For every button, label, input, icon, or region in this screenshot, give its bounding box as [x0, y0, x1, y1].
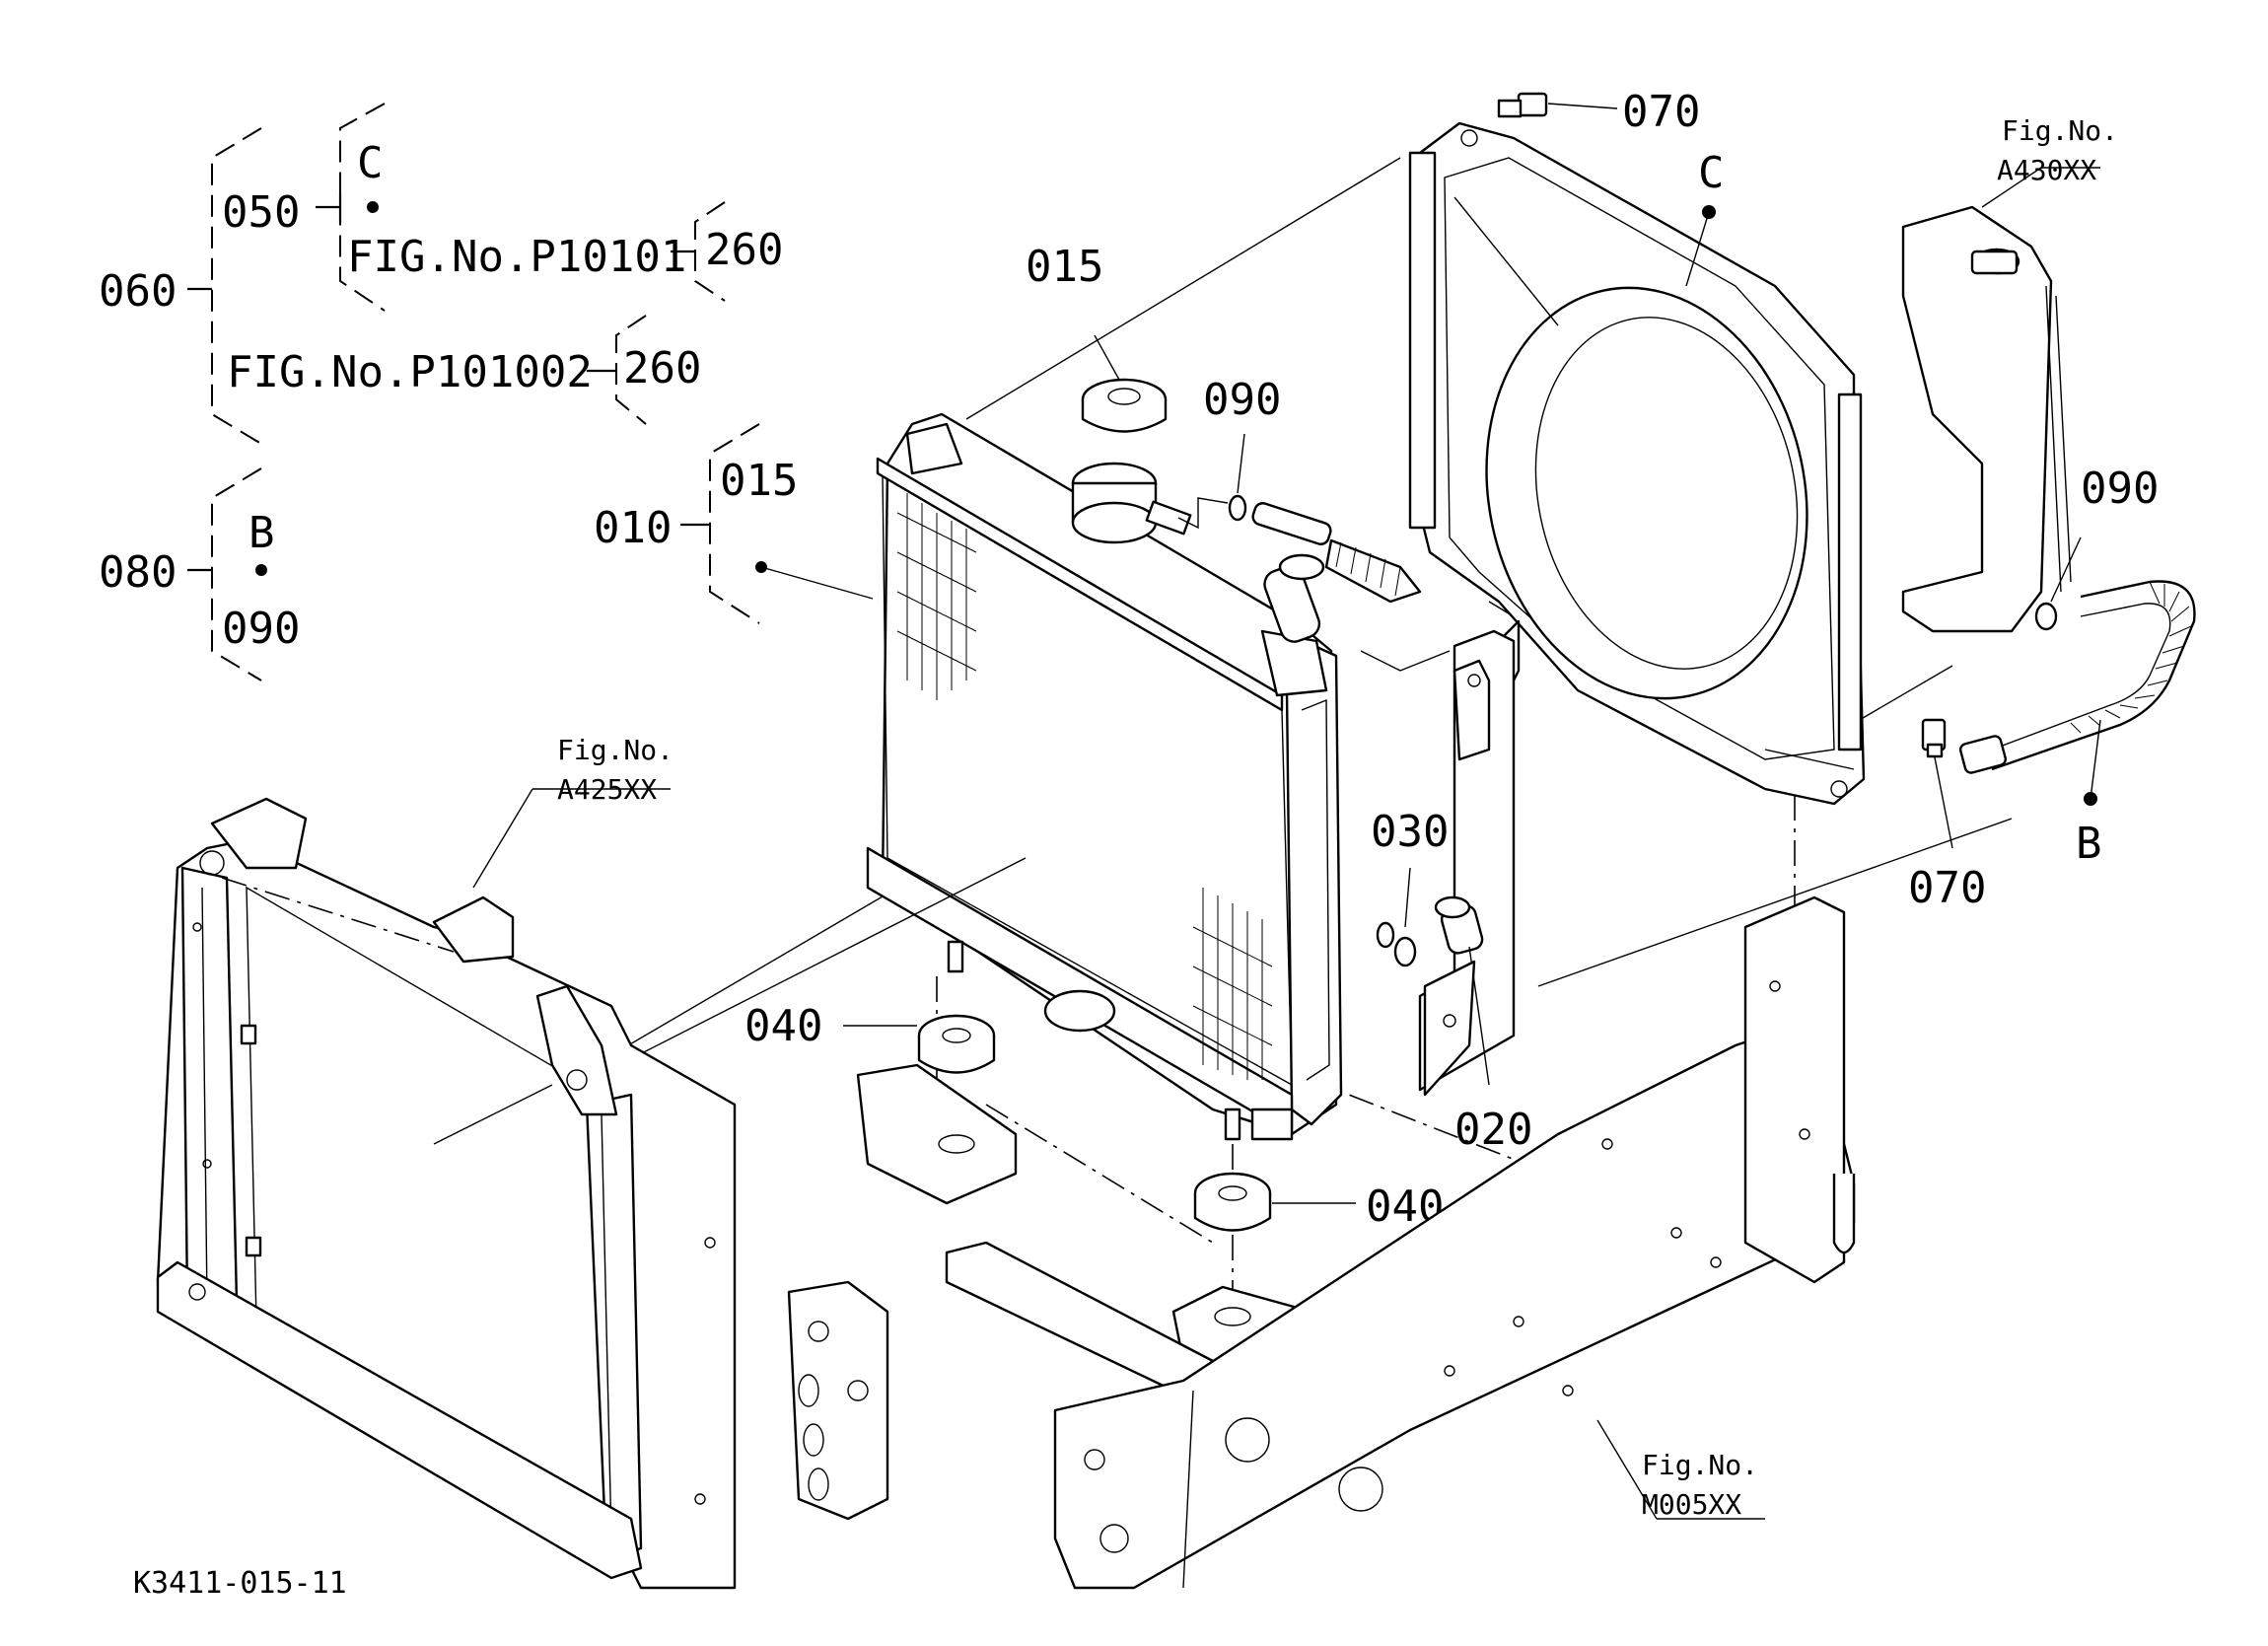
- callout-070-right: 070: [1908, 863, 1986, 913]
- cushion-040-left: 040: [744, 940, 996, 1074]
- fig-ref-m005-code: M005XX: [1642, 1488, 1741, 1521]
- fig-ref-p101002: FIG.No.P101002: [227, 347, 593, 397]
- lower-outlet: 030 020: [1371, 807, 1532, 1155]
- fig-ref-a425-label: Fig.No.: [557, 734, 673, 766]
- bolt-070-top: 070: [1497, 87, 1700, 137]
- ref-c-shroud: C: [1698, 148, 1725, 198]
- radiator: [453, 412, 1343, 1150]
- label-090-tree: 090: [222, 604, 300, 654]
- bolt-070-right: 070: [1908, 718, 1986, 913]
- label-010: 010: [594, 503, 672, 553]
- label-060: 060: [99, 266, 177, 317]
- callout-090-top: 090: [1203, 375, 1281, 425]
- drawing-code: K3411-015-11: [133, 1566, 347, 1601]
- clamp-090-right: 090: [2034, 464, 2159, 631]
- label-260-b: 260: [623, 343, 701, 394]
- callout-070-top: 070: [1622, 87, 1700, 137]
- label-260-a: 260: [705, 225, 783, 275]
- cushion-040-bottom: 040: [1193, 1108, 1444, 1232]
- ref-b-upper: B: [248, 508, 275, 558]
- label-080: 080: [99, 547, 177, 598]
- callout-090-right: 090: [2081, 464, 2159, 514]
- fig-ref-a425-code: A425XX: [557, 773, 657, 806]
- tree-060: 060 050 C FIG.No.P10101 260 FIG.No.P1010…: [99, 103, 783, 445]
- overflow-tube-top: 090: [1177, 375, 1422, 604]
- main-frame: Fig.No. M005XX: [787, 895, 1856, 1590]
- ref-c-upper: C: [357, 138, 384, 188]
- fig-ref-m005-label: Fig.No.: [1642, 1449, 1758, 1481]
- overflow-hose: B: [1958, 580, 2196, 869]
- ref-b-hose: B: [2076, 819, 2102, 869]
- radiator-cap: 015: [1026, 242, 1192, 544]
- fig-ref-a430-label: Fig.No.: [2002, 114, 2118, 147]
- callout-c-shroud: C: [1685, 148, 1725, 287]
- fig-ref-p10101: FIG.No.P10101: [347, 232, 686, 282]
- label-050: 050: [222, 187, 300, 238]
- radiator-guide-frame: Fig.No. A425XX: [156, 734, 737, 1590]
- side-bracket: [1360, 629, 1516, 1092]
- callout-020: 020: [1454, 1105, 1532, 1155]
- label-015-tree: 015: [720, 456, 798, 506]
- tree-010: 010 015: [594, 423, 874, 624]
- reserve-tank: Fig.No. A430XX: [1901, 114, 2118, 633]
- callout-015-cap: 015: [1026, 242, 1103, 292]
- fig-ref-a430-code: A430XX: [1997, 154, 2096, 186]
- tree-080: 080 B 090: [99, 467, 300, 681]
- callout-040-left: 040: [744, 1001, 822, 1051]
- callout-030: 030: [1371, 807, 1449, 857]
